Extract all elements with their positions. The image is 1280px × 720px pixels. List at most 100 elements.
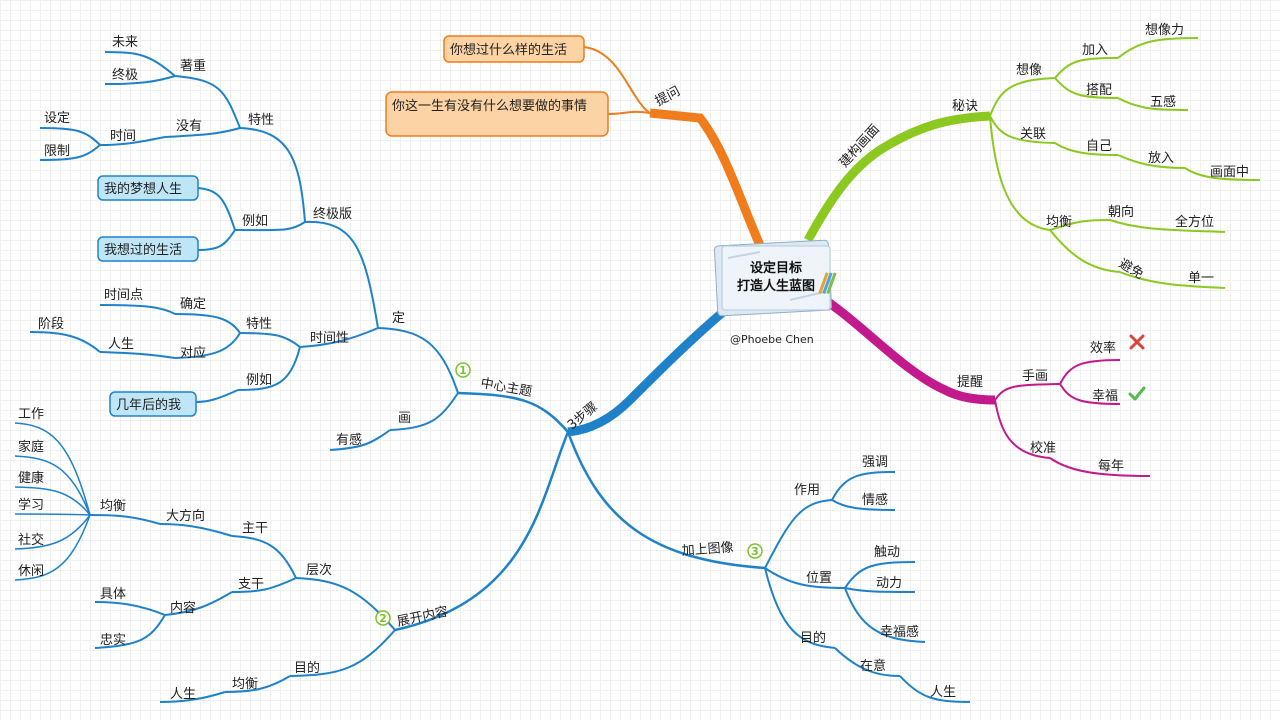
center-title-line2: 打造人生蓝图 [737,278,815,294]
image-happiness-link [844,587,926,643]
center-card-deco-2 [789,291,825,301]
topic-ding-link [377,327,459,394]
expand-label: 展开内容 [396,603,450,629]
build-join-link [1054,57,1119,79]
question-label: 提问 [652,83,682,109]
build-imagination-label: 想像力 [1145,22,1184,38]
build-relate-link [989,115,1056,144]
remind-happiness-label: 幸福 [1092,389,1118,404]
expand-honest-label: 忠实 [100,633,126,648]
expand-balance-label: 均衡 [100,499,126,514]
image-motive-label: 动力 [876,576,902,591]
expand-life-link [159,691,226,703]
number-2-text: 2 [379,612,387,625]
build-self-link [1054,142,1119,156]
wish-life-box[interactable] [97,236,199,262]
topic-trait-link [239,127,306,223]
image-care-label: 在意 [860,658,886,674]
topic-timeliness-link [299,327,379,348]
build-put-in-label: 放入 [1148,151,1174,166]
build-all-direction-label: 全方位 [1175,214,1214,230]
topic-years-label: 几年后的我 [116,397,181,413]
topic-focus-label: 著重 [180,58,206,74]
build-balance-link [989,115,1051,231]
expand-work-label: 工作 [18,407,44,422]
expand-honest-link [94,614,166,649]
build-balance-label: 均衡 [1046,215,1072,230]
image-care-link [834,647,901,677]
topic-feeling-label: 有感 [336,432,362,448]
image-emphasize-link [831,471,896,501]
center-title-line1: 设定目标 [750,260,802,276]
topic-time-label: 时间 [110,129,136,144]
steps-main-branch [567,294,743,437]
topic-correspond-link [174,332,241,359]
expand-content-label: 内容 [170,600,196,616]
image-life-link [899,675,971,703]
build-in-picture-link [1184,167,1261,181]
number-3-text: 3 [751,545,759,558]
build-match-link [1054,77,1119,99]
expand-concrete-label: 具体 [100,587,126,602]
branch-build [804,37,1261,289]
remind-hand-draw-link [994,383,1061,401]
topic-timepoint-label: 时间点 [104,288,143,303]
build-toward-link [1049,219,1111,231]
topic-set-label: 设定 [44,111,70,126]
remind-hand-draw-label: 手画 [1022,369,1048,384]
expand-leisure-link [14,514,91,581]
remind-yearly-link [1049,457,1151,477]
build-imagination-link [1117,37,1199,59]
build-all-direction-link [1109,219,1226,233]
image-touch-link [844,561,916,589]
expand-life-label: 人生 [170,687,196,702]
build-put-in-link [1117,154,1186,169]
topic-draw-label: 画 [398,411,411,426]
build-imagine-link [989,77,1056,117]
image-life-label: 人生 [930,685,956,700]
number-badge-1: 1 [455,362,471,378]
author-credit: @Phoebe Chen [730,333,814,346]
image-goal-label: 目的 [800,630,826,646]
build-join-label: 加入 [1082,43,1108,58]
topic-without-label: 没有 [176,119,202,134]
build-in-picture-label: 画面中 [1210,165,1249,180]
image-link [566,431,766,570]
remind-main-branch [807,286,996,405]
check-icon [1128,386,1146,401]
topic-life-link [99,351,176,359]
build-five-senses-link [1117,97,1189,111]
topic-wish-link [197,229,236,251]
topic-limit-label: 限制 [44,144,70,159]
question-q1-link [582,46,651,114]
topic-correspond-label: 对应 [180,345,206,361]
question-q2-link [607,110,651,115]
expand-concrete-link [94,601,166,616]
image-emphasize-label: 强调 [862,455,888,470]
expand-branch-link [231,577,297,593]
question-box-2[interactable] [385,91,609,137]
build-toward-label: 朝向 [1108,204,1134,220]
expand-trunk-link [231,535,297,579]
remind-yearly-label: 每年 [1098,458,1124,474]
expand-goal-label: 目的 [294,660,320,676]
question-box-1[interactable] [443,35,585,63]
expand-health-label: 健康 [18,470,44,486]
image-happiness-label: 幸福感 [880,624,919,640]
dream-box[interactable] [97,175,199,201]
topic-trait-label: 特性 [248,113,274,128]
topic-confirm-label: 确定 [180,297,206,312]
image-position-link [764,567,846,589]
number-badge-2: 2 [375,610,391,626]
topic-dream-link [197,187,236,231]
topic-confirm-link [174,313,241,334]
image-position-label: 位置 [806,571,832,586]
topic-ultimate-link [304,220,379,329]
build-avoid-link [1049,229,1121,273]
image-emotion-link [831,499,896,511]
center-node[interactable]: 设定目标 打造人生蓝图 [713,239,837,317]
build-main-branch [804,111,991,243]
years-later-box[interactable] [109,391,197,417]
expand-direction-label: 大方向 [166,508,205,524]
image-effect-label: 作用 [794,483,820,498]
